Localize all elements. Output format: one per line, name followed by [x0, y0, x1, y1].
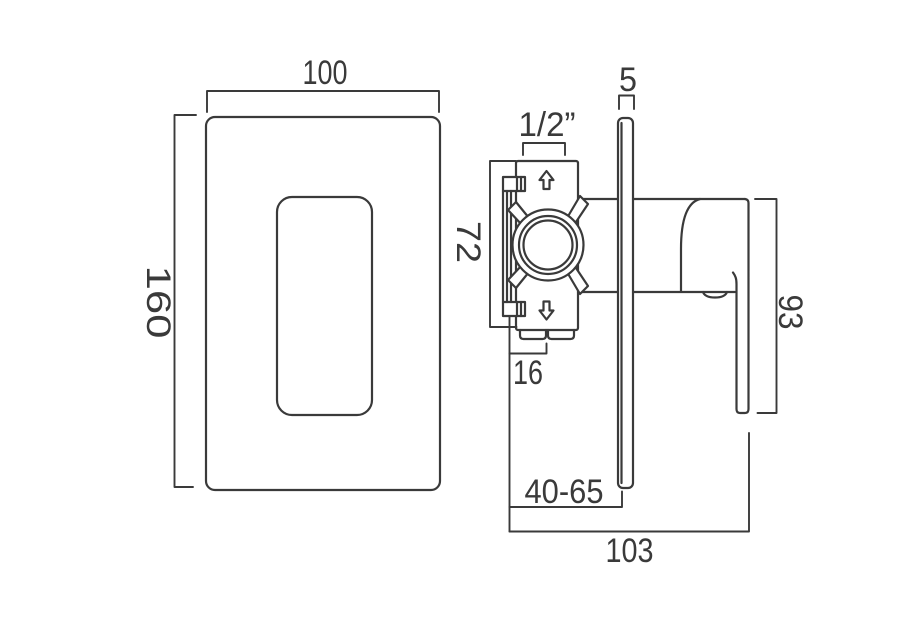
valve-spindle-left — [576, 197, 620, 294]
dim-width-lines — [206, 90, 440, 113]
tab-bottom-left-edge — [506, 263, 531, 290]
wall-plate-front — [204, 115, 442, 492]
dim-plate-thickness-label: 5 — [619, 61, 637, 99]
tab-top-right-edge — [565, 194, 590, 227]
wall-plate-side — [616, 116, 635, 490]
dim-plate-thickness-lines — [618, 94, 635, 110]
dim-recess-depth-lines — [508, 490, 623, 508]
cartridge-bore-circle — [522, 219, 574, 271]
dim-width-label: 100 — [303, 54, 348, 92]
outlet-port-left — [518, 328, 548, 341]
dim-height-lines — [173, 114, 197, 488]
tab-bottom-right-edge — [565, 263, 590, 296]
tab-top-left-edge — [506, 200, 531, 227]
cartridge-mid-circle — [517, 214, 579, 276]
handle-hub-cone — [679, 197, 702, 293]
dim-handle-length-lines — [754, 198, 778, 414]
dim-height-label: 160 — [139, 266, 177, 339]
rail-bottom-flange — [501, 300, 527, 318]
mounting-rail — [501, 175, 527, 318]
flow-arrow-up-icon — [538, 169, 555, 191]
dim-overall-depth-lines — [508, 432, 750, 533]
outlet-port-right — [546, 328, 576, 341]
dim-inlet-label: 1/2” — [519, 106, 576, 144]
valve-spindle-right — [631, 197, 747, 294]
hub-detent-bump — [701, 290, 729, 299]
dim-handle-length-label: 93 — [771, 295, 809, 330]
plate-aperture — [275, 195, 374, 417]
dim-recess-depth-label: 40-65 — [525, 473, 604, 511]
side-view: 5 1/2” 72 16 40-65 103 93 — [449, 61, 809, 570]
rail-top-flange — [501, 175, 527, 193]
lever-handle — [731, 197, 750, 415]
dim-outlet-offset-lines — [508, 342, 548, 355]
rail-lines — [501, 175, 523, 318]
dim-body-height-label: 72 — [449, 221, 487, 263]
dim-overall-depth-label: 103 — [606, 532, 654, 570]
front-view: 100 160 — [139, 54, 442, 492]
flow-arrow-down-icon — [538, 300, 555, 321]
dim-inlet-lines — [522, 142, 566, 156]
dim-outlet-offset-label: 16 — [513, 354, 543, 392]
dim-body-height-lines — [489, 160, 518, 328]
